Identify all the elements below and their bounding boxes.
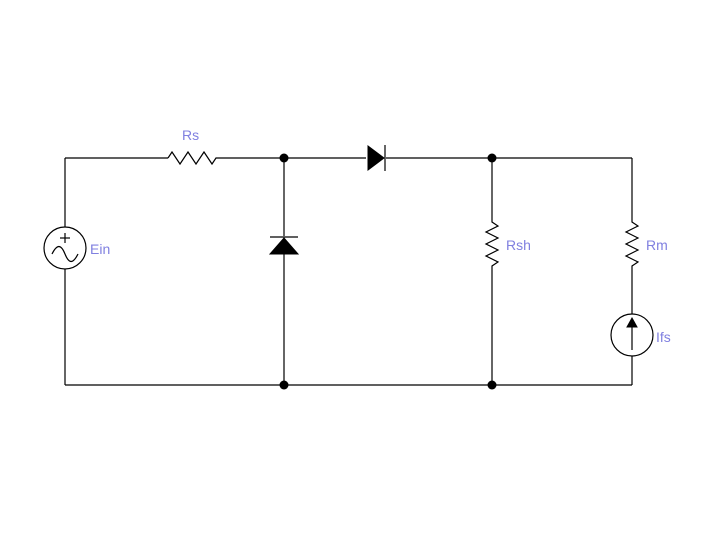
resistor-rsh [484, 218, 500, 270]
wires [64, 157, 633, 386]
junction-node [487, 380, 497, 390]
label-ifs: Ifs [656, 329, 671, 345]
current-source-ifs [610, 313, 654, 357]
diode-shunt [268, 236, 300, 255]
resistor-rm [624, 218, 640, 270]
label-rsh: Rsh [506, 237, 531, 253]
label-rs: Rs [182, 127, 199, 143]
voltage-source-ein [43, 226, 87, 270]
junction-node [487, 153, 497, 163]
resistor-rs [167, 150, 220, 166]
label-rm: Rm [646, 237, 668, 253]
junction-node [279, 153, 289, 163]
diode-series [367, 145, 386, 171]
junction-node [279, 380, 289, 390]
label-ein: Ein [90, 241, 110, 257]
